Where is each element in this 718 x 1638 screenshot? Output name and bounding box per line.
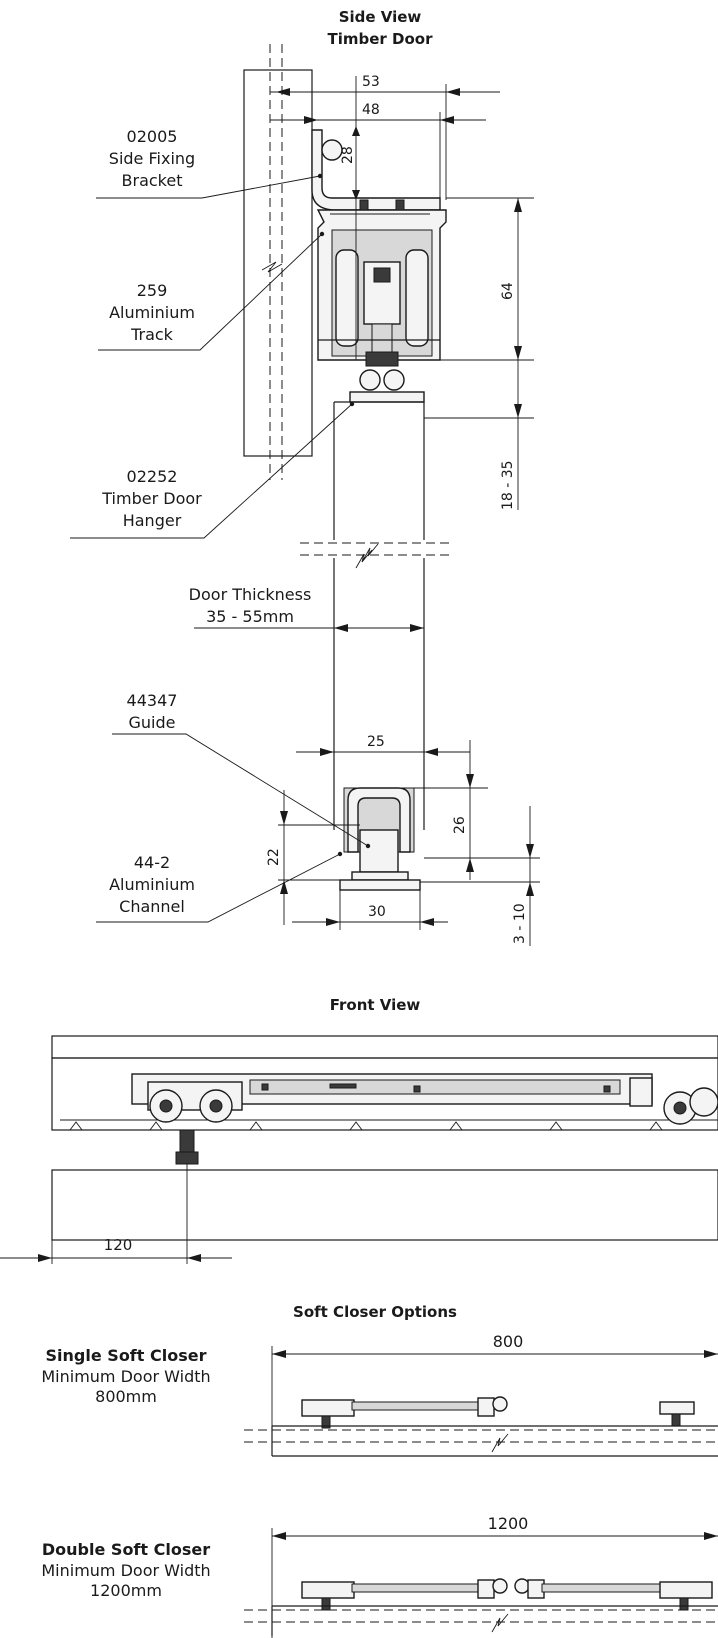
hanger-bolt: [365, 351, 399, 367]
break-mark: [261, 261, 283, 273]
side-view: Side View Timber Door: [70, 8, 540, 946]
dim-18-35: 18 - 35: [500, 460, 516, 510]
side-view-subtitle: Timber Door: [328, 30, 434, 48]
callout-bracket: 02005 Side Fixing Bracket: [96, 127, 323, 199]
hanger-plate: [349, 391, 425, 403]
single-name: Single Soft Closer: [46, 1346, 207, 1365]
svg-text:44-2: 44-2: [134, 853, 170, 872]
dim-64: 64: [500, 282, 516, 300]
door-upper: [333, 401, 425, 540]
door-front: [51, 1169, 718, 1241]
hanger-nut-right: [383, 369, 405, 391]
hanger-bolt-front: [179, 1129, 195, 1153]
track-front: [51, 1057, 718, 1131]
single-soft-closer: Single Soft Closer Minimum Door Width 80…: [41, 1332, 718, 1457]
door-lower: [333, 558, 425, 830]
svg-text:35 - 55mm: 35 - 55mm: [206, 607, 294, 626]
dim-28: 28: [340, 146, 356, 164]
single-min-width-label: Minimum Door Width: [41, 1367, 210, 1386]
side-view-title: Side View: [339, 8, 422, 26]
svg-text:Hanger: Hanger: [123, 511, 182, 530]
single-dim-800: 800: [493, 1332, 524, 1351]
soft-closer-title: Soft Closer Options: [293, 1303, 457, 1321]
track-wheel-left: [335, 249, 359, 347]
callout-door-thickness: Door Thickness 35 - 55mm: [189, 585, 424, 632]
callout-track: 259 Aluminium Track: [98, 231, 325, 351]
svg-text:Track: Track: [130, 325, 174, 344]
door-break-mark: [355, 543, 379, 569]
single-door: [271, 1425, 718, 1457]
double-soft-closer: Double Soft Closer Minimum Door Width 12…: [41, 1514, 718, 1638]
double-name: Double Soft Closer: [42, 1540, 210, 1559]
callout-channel: 44-2 Aluminium Channel: [96, 851, 343, 923]
wall-panel: [243, 69, 313, 457]
double-min-width-label: Minimum Door Width: [41, 1561, 210, 1580]
dim-53: 53: [362, 74, 380, 90]
double-door: [271, 1605, 718, 1636]
front-view: Front View 120: [0, 996, 718, 1264]
double-min-width-value: 1200mm: [90, 1581, 162, 1600]
guide: [347, 787, 411, 853]
dim-48: 48: [362, 102, 380, 118]
ceiling-hatch: [51, 1035, 718, 1059]
svg-text:02252: 02252: [127, 467, 178, 486]
svg-text:Aluminium: Aluminium: [109, 303, 195, 322]
svg-text:Door Thickness: Door Thickness: [189, 585, 312, 604]
dim-25: 25: [367, 734, 385, 750]
single-min-width-value: 800mm: [95, 1387, 157, 1406]
dim-30: 30: [368, 904, 386, 920]
dim-26: 26: [452, 816, 468, 834]
dim-120: 120: [104, 1236, 133, 1254]
front-view-title: Front View: [330, 996, 421, 1014]
callout-guide: 44347 Guide: [112, 691, 371, 849]
svg-text:02005: 02005: [127, 127, 178, 146]
svg-text:Timber Door: Timber Door: [101, 489, 202, 508]
dim-3-10: 3 - 10: [512, 903, 528, 944]
aluminium-channel: [339, 879, 421, 891]
guide-block: [359, 829, 399, 873]
track-wheel-right: [405, 249, 429, 347]
callout-hanger: 02252 Timber Door Hanger: [70, 401, 355, 539]
trolley-front: [147, 1081, 243, 1123]
svg-text:Side Fixing: Side Fixing: [109, 149, 195, 168]
double-dim-1200: 1200: [488, 1514, 529, 1533]
dim-22: 22: [266, 848, 282, 866]
svg-text:Guide: Guide: [129, 713, 176, 732]
soft-closer-options: Soft Closer Options Single Soft Closer M…: [41, 1303, 718, 1638]
svg-text:44347: 44347: [127, 691, 178, 710]
trolley-front-right: [663, 1087, 718, 1125]
svg-text:Channel: Channel: [119, 897, 185, 916]
svg-text:259: 259: [137, 281, 168, 300]
svg-text:Aluminium: Aluminium: [109, 875, 195, 894]
hanger-nut-left: [359, 369, 381, 391]
svg-text:Bracket: Bracket: [122, 171, 183, 190]
